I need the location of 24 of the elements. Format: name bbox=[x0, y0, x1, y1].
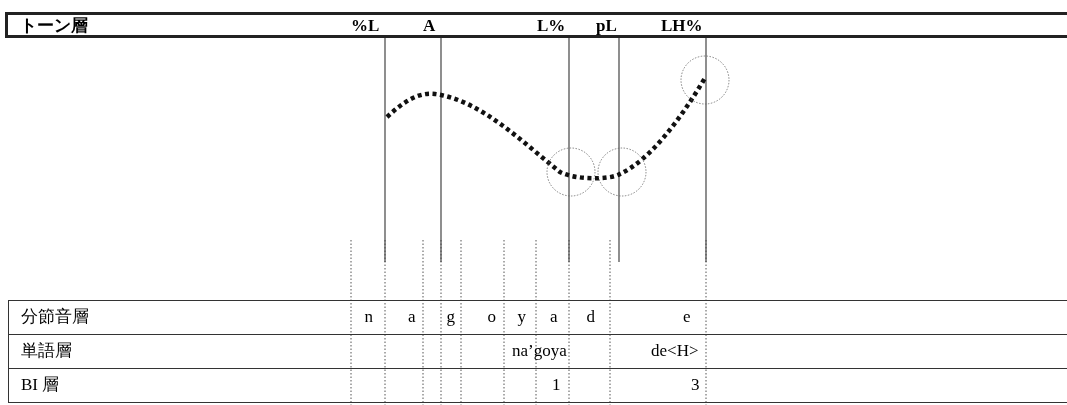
segment-label: y bbox=[517, 306, 526, 327]
segment-label: d bbox=[586, 306, 595, 327]
segment-label: n bbox=[364, 306, 373, 327]
segment-label: a bbox=[408, 306, 416, 327]
tone-label: A bbox=[423, 16, 436, 36]
tone-label: %L bbox=[351, 16, 380, 36]
break-index-label: 1 bbox=[552, 374, 561, 395]
tier-row bbox=[8, 300, 1067, 335]
tier-name: 分節音層 bbox=[21, 306, 89, 327]
word-label: na’goya bbox=[512, 340, 567, 361]
tier-name: 単語層 bbox=[21, 340, 72, 361]
tone-label: pL bbox=[596, 16, 617, 36]
tone-label: L% bbox=[537, 16, 566, 36]
segment-label: o bbox=[487, 306, 496, 327]
tier-name: BI 層 bbox=[21, 374, 60, 395]
segment-label: g bbox=[446, 306, 455, 327]
segment-label: e bbox=[683, 306, 691, 327]
tier-header-band bbox=[5, 12, 1067, 38]
segment-label: a bbox=[550, 306, 558, 327]
break-index-label: 3 bbox=[691, 374, 700, 395]
word-label: de<H> bbox=[651, 340, 699, 361]
tier-row bbox=[8, 368, 1067, 403]
tier-name: トーン層 bbox=[20, 16, 88, 36]
tone-label: LH% bbox=[661, 16, 703, 36]
